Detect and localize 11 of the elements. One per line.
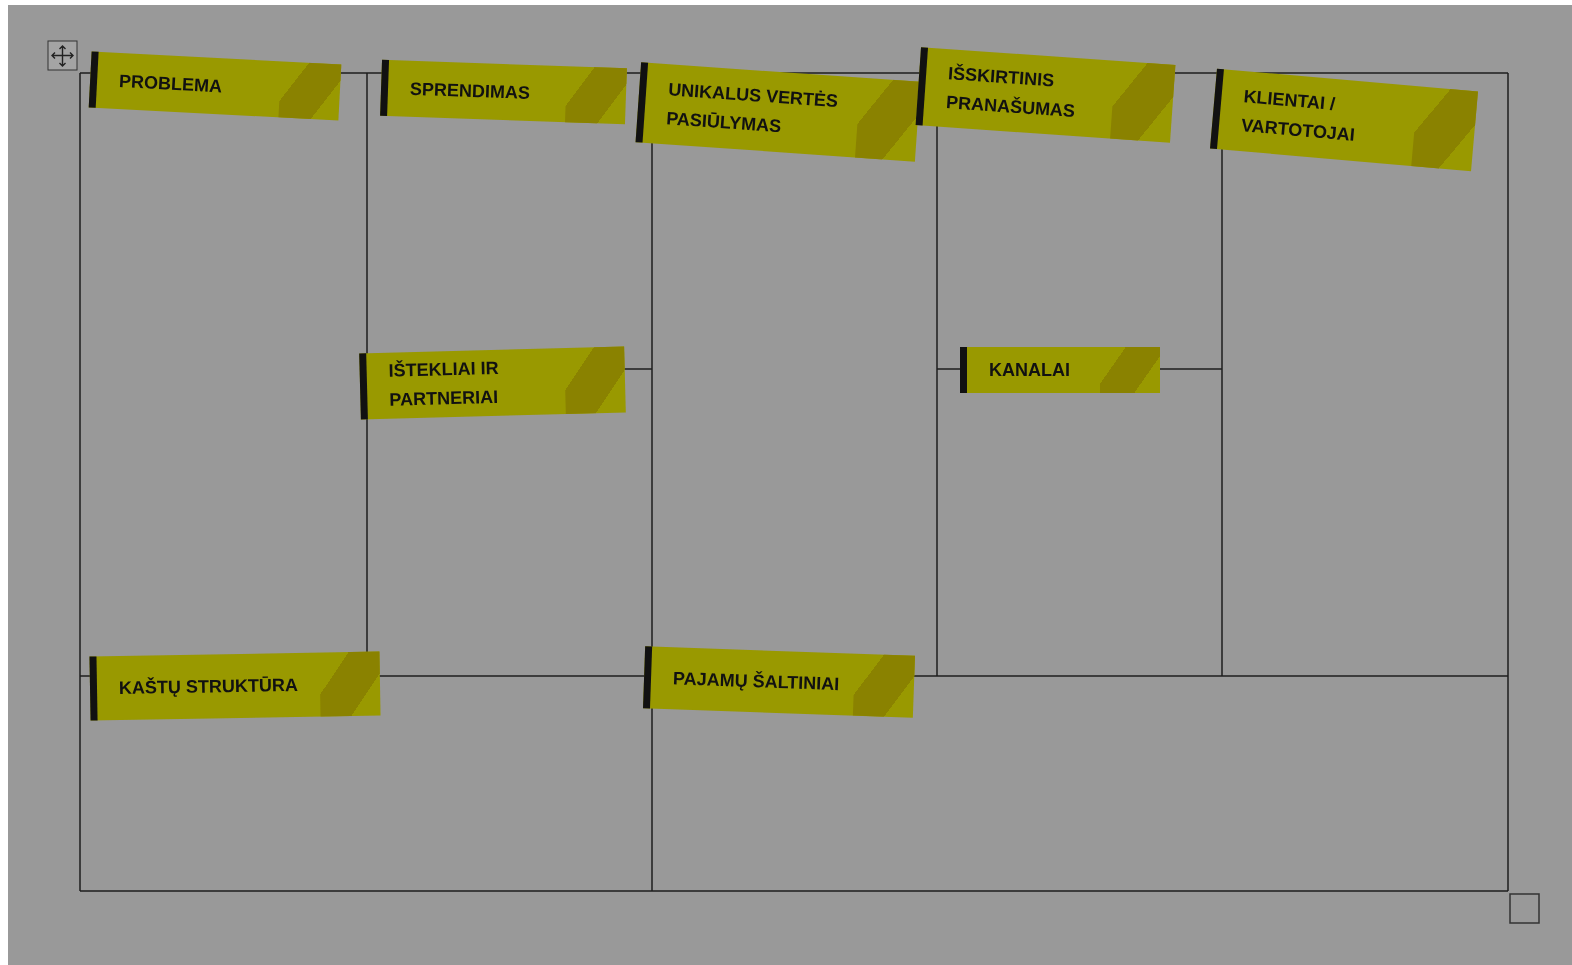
tape-label <box>960 347 1160 393</box>
section-heading: SPRENDIMAS <box>409 77 531 105</box>
section-heading: PAJAMŲ ŠALTINIAI <box>672 666 840 696</box>
section-heading: KLIENTAI / VARTOTOJAI <box>1239 85 1357 147</box>
section-heading: PROBLEMA <box>118 69 223 98</box>
section-heading: UNIKALUS VERTĖS PASIŪLYMAS <box>665 78 840 139</box>
section-heading: IŠTEKLIAI IR PARTNERIAI <box>388 356 500 412</box>
section-heading: KANALAI <box>989 358 1070 382</box>
section-heading: IŠSKIRTINIS PRANAŠUMAS <box>945 62 1077 124</box>
tape-label <box>89 651 381 721</box>
section-heading: KAŠTŲ STRUKTŪRA <box>118 673 299 700</box>
